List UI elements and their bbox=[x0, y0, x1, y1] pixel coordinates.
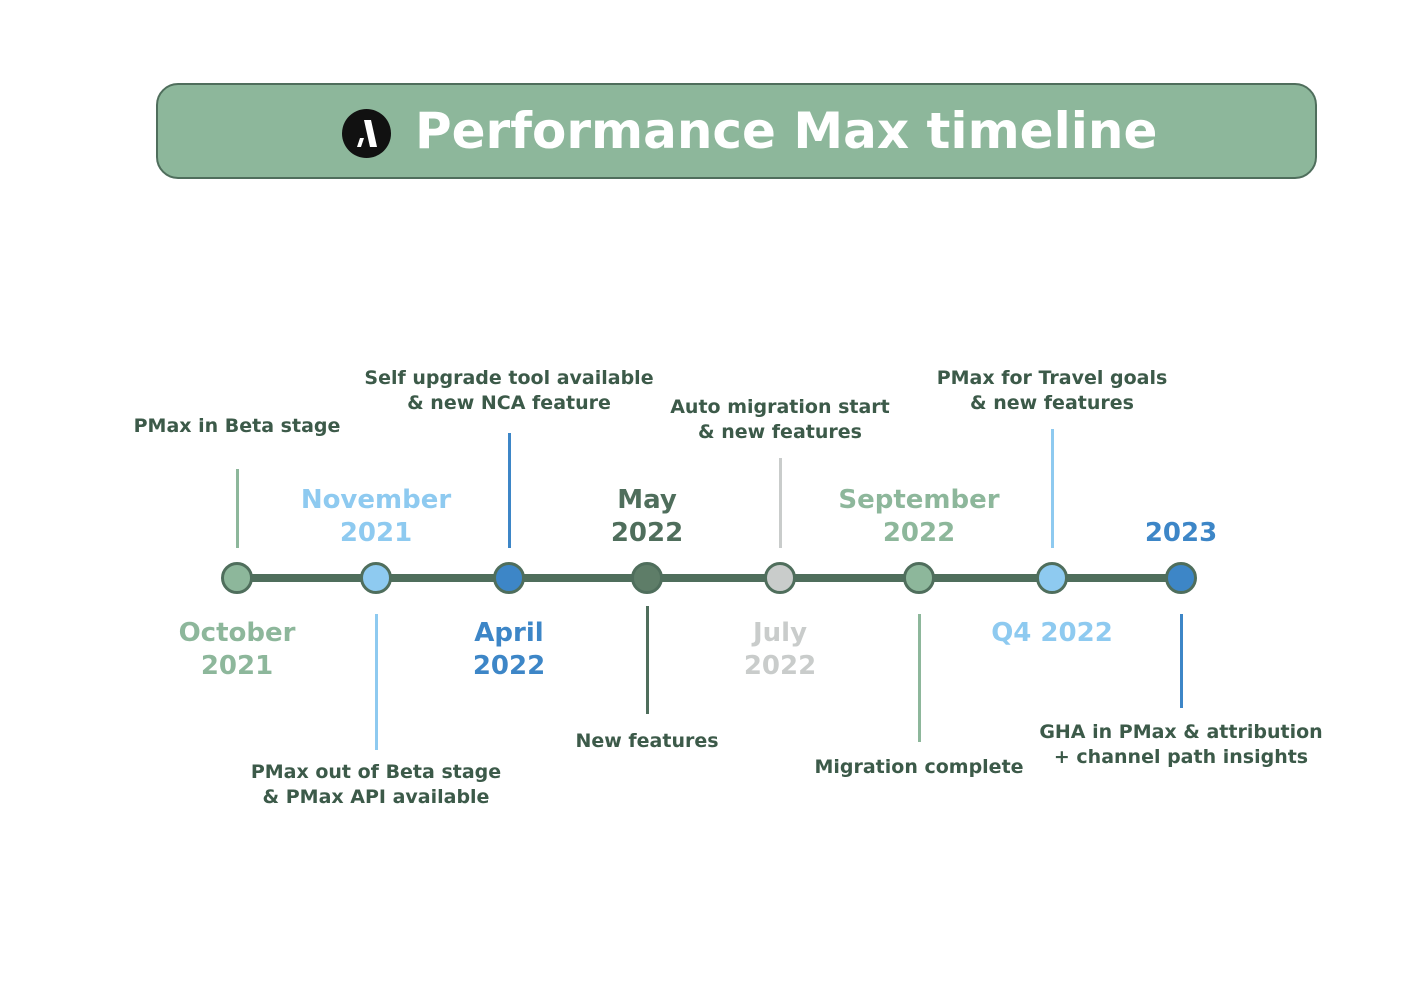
milestone-event-line: PMax for Travel goals bbox=[936, 367, 1168, 389]
milestone-node bbox=[764, 562, 796, 594]
milestone-node bbox=[221, 562, 253, 594]
milestone-date: 2023 bbox=[1061, 517, 1301, 550]
slash-circle-logo-icon bbox=[342, 109, 391, 158]
milestone-date: Q4 2022 bbox=[932, 617, 1172, 650]
milestone-event: Auto migration start & new features bbox=[610, 395, 950, 445]
milestone-connector bbox=[1051, 429, 1054, 548]
milestone-event: PMax in Beta stage bbox=[67, 414, 407, 439]
milestone-event-line: Auto migration start bbox=[670, 396, 890, 418]
milestone-date-line: 2022 bbox=[882, 518, 956, 548]
milestone-event: GHA in PMax & attribution + channel path … bbox=[1011, 720, 1351, 770]
milestone-date-line: 2021 bbox=[339, 518, 413, 548]
milestone-event: PMax for Travel goals & new features bbox=[882, 366, 1222, 416]
milestone-date-line: 2023 bbox=[1144, 518, 1218, 548]
milestone-node bbox=[631, 562, 663, 594]
milestone-node bbox=[1036, 562, 1068, 594]
milestone-date-line: Q4 2022 bbox=[991, 618, 1113, 648]
milestone-date-line: 2022 bbox=[472, 651, 546, 681]
milestone-event-line: & new features bbox=[698, 421, 862, 443]
milestone-event-line: PMax out of Beta stage bbox=[250, 761, 502, 783]
milestone-date-line: May bbox=[617, 485, 677, 515]
milestone-connector bbox=[779, 458, 782, 548]
page-title: Performance Max timeline bbox=[415, 102, 1158, 160]
milestone-node bbox=[1165, 562, 1197, 594]
milestone-event: Migration complete bbox=[749, 755, 1089, 780]
milestone-connector bbox=[375, 614, 378, 750]
milestone-date-line: October bbox=[178, 618, 296, 648]
milestone-connector bbox=[646, 606, 649, 714]
milestone-connector bbox=[918, 614, 921, 742]
milestone-event-line: New features bbox=[575, 730, 719, 752]
milestone-event-line: GHA in PMax & attribution bbox=[1039, 721, 1323, 743]
milestone-date-line: July bbox=[752, 618, 808, 648]
milestone-event-line: PMax in Beta stage bbox=[133, 415, 341, 437]
milestone-event: Self upgrade tool available & new NCA fea… bbox=[339, 366, 679, 416]
milestone-event: PMax out of Beta stage & PMax API availab… bbox=[206, 760, 546, 810]
milestone-event-line: & PMax API available bbox=[262, 786, 490, 808]
milestone-date-line: 2021 bbox=[200, 651, 274, 681]
milestone-event: New features bbox=[477, 729, 817, 754]
milestone-date-line: November bbox=[300, 485, 452, 515]
milestone-connector bbox=[508, 433, 511, 548]
milestone-node bbox=[493, 562, 525, 594]
milestone-connector bbox=[236, 469, 239, 548]
milestone-connector bbox=[1180, 614, 1183, 708]
milestone-date-line: September bbox=[838, 485, 1000, 515]
milestone-event-line: & new NCA feature bbox=[407, 392, 611, 414]
milestone-node bbox=[903, 562, 935, 594]
timeline-axis bbox=[237, 574, 1181, 582]
milestone-date-line: 2022 bbox=[743, 651, 817, 681]
milestone-event-line: Migration complete bbox=[814, 756, 1024, 778]
milestone-event-line: Self upgrade tool available bbox=[364, 367, 654, 389]
milestone-date-line: 2022 bbox=[610, 518, 684, 548]
milestone-event-line: + channel path insights bbox=[1053, 746, 1309, 768]
milestone-date-line: April bbox=[474, 618, 544, 648]
milestone-event-line: & new features bbox=[970, 392, 1134, 414]
milestone-node bbox=[360, 562, 392, 594]
